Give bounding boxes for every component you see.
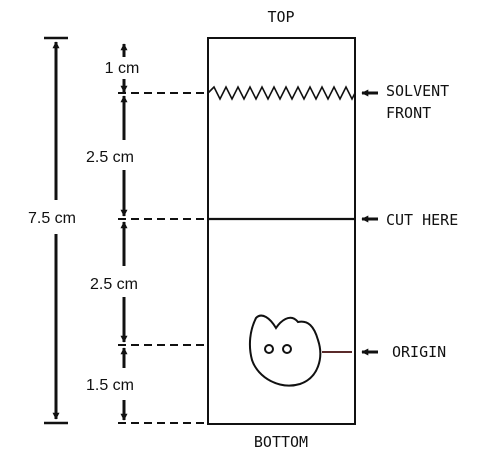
segment-2-label: 2.5 cm: [86, 149, 134, 166]
bottom-label: BOTTOM: [254, 433, 308, 451]
origin-label: ORIGIN: [392, 343, 446, 361]
solvent-front-label-line1: SOLVENT: [386, 82, 449, 100]
total-length-label: 7.5 cm: [28, 210, 76, 227]
solvent-front-line: [207, 85, 356, 101]
origin-spot-2: [282, 344, 292, 354]
origin-spot-1: [264, 344, 274, 354]
cut-here-label: CUT HERE: [386, 211, 458, 229]
segment-4-label: 1.5 cm: [86, 377, 134, 394]
top-label: TOP: [267, 8, 294, 26]
segment-3-label: 2.5 cm: [90, 276, 138, 293]
origin-sample-blob: [248, 314, 322, 387]
paper-strip: [207, 37, 356, 425]
solvent-front-label-line2: FRONT: [386, 104, 431, 122]
segment-1-label: 1 cm: [105, 60, 140, 77]
